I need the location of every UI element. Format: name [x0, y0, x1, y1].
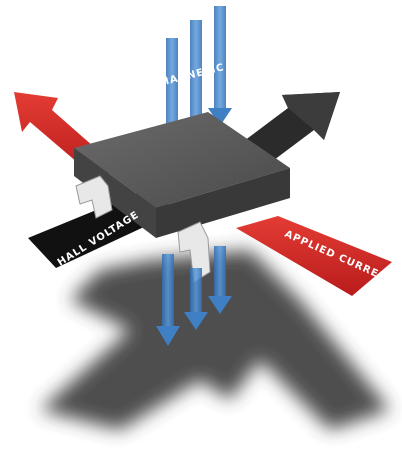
- hall-effect-diagram: MAGNETIC FLUX HALL VOLTAGE APPLIED CURRE…: [0, 0, 402, 455]
- diagram-canvas: MAGNETIC FLUX HALL VOLTAGE APPLIED CURRE…: [0, 0, 402, 455]
